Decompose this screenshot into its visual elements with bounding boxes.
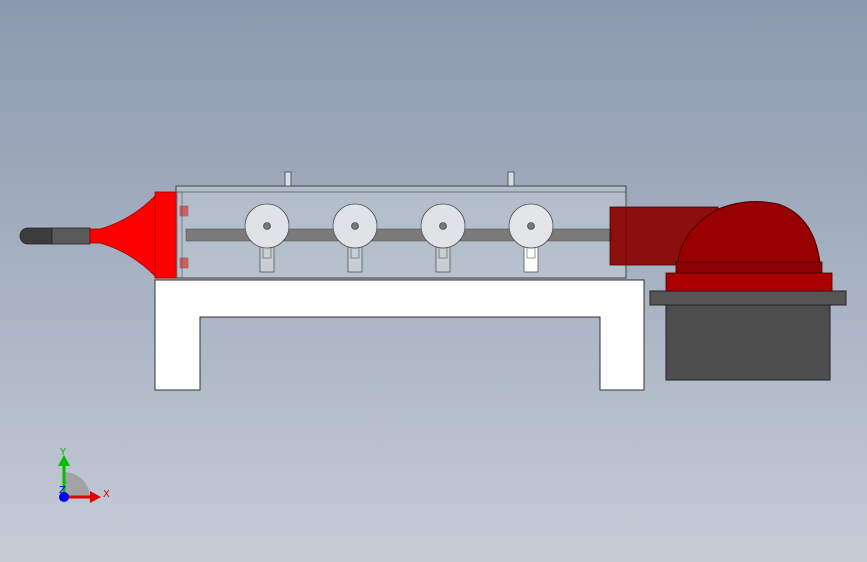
housing-pin-right	[507, 171, 515, 187]
roller-hub	[439, 222, 447, 230]
base-frame-body	[154, 279, 645, 391]
left-handle[interactable]	[19, 227, 91, 245]
roller-hub	[351, 222, 359, 230]
coordinate-triad-icon: Y X Z	[58, 447, 110, 503]
base-frame[interactable]	[154, 279, 645, 391]
dome-ring	[675, 261, 823, 275]
dome-base	[665, 272, 833, 292]
z-axis-label: Z	[59, 485, 66, 496]
handle-rod	[51, 227, 91, 245]
roller-1[interactable]	[244, 203, 290, 273]
outlet-duct[interactable]	[609, 201, 833, 292]
x-axis-head	[90, 491, 101, 503]
motor-block[interactable]	[649, 290, 847, 381]
transparent-housing[interactable]	[175, 171, 627, 279]
nozzle-cone	[89, 193, 158, 279]
y-axis-label: Y	[59, 447, 67, 458]
handle-grip	[19, 227, 53, 245]
z-axis-dot	[59, 492, 69, 502]
motor-body	[665, 303, 831, 381]
flange-bolt-bottom	[179, 257, 189, 269]
dome-cover	[677, 201, 821, 264]
housing-pin-left	[284, 171, 292, 187]
nozzle-flange	[154, 191, 178, 279]
motor-plate	[649, 290, 847, 306]
roller-hub	[527, 222, 535, 230]
red-nozzle[interactable]	[89, 191, 189, 279]
x-axis-label: X	[103, 489, 110, 500]
roller-3[interactable]	[420, 203, 466, 273]
roller-4[interactable]	[508, 203, 554, 273]
roller-hub	[263, 222, 271, 230]
roller-2[interactable]	[332, 203, 378, 273]
flange-bolt-top	[179, 205, 189, 217]
y-axis-head	[58, 455, 70, 466]
triad-quadrant	[64, 472, 90, 497]
